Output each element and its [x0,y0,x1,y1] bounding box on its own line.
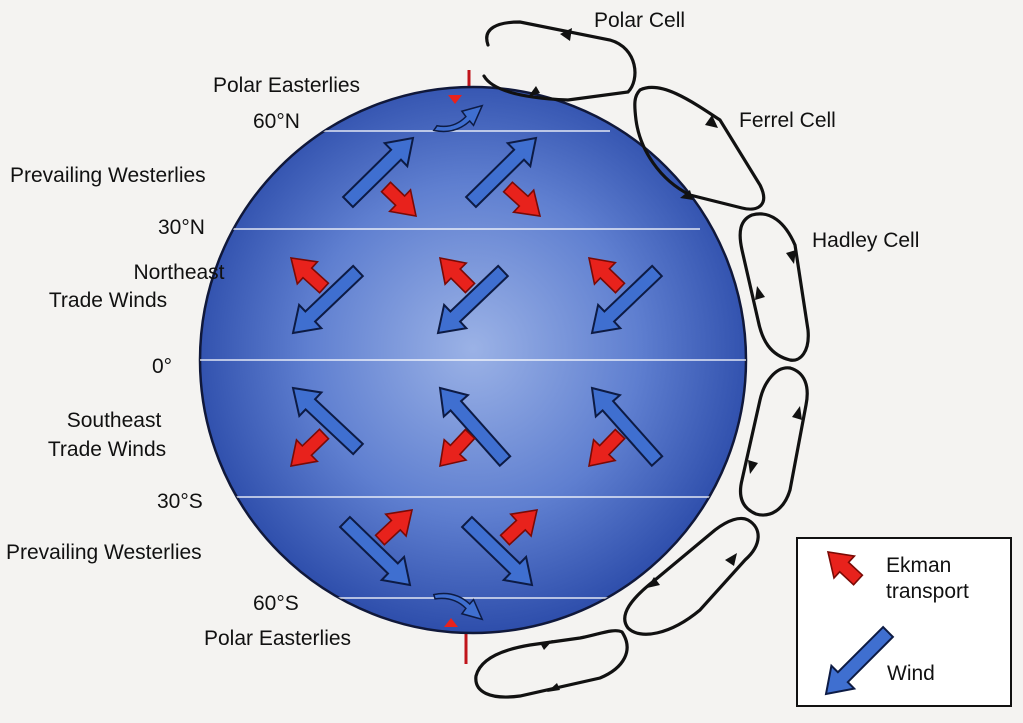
north-pole-marker [448,95,462,104]
latitude-label-30s: 30°S [157,490,203,513]
ekman-arrow [499,509,539,546]
legend-wind-label: Wind [887,662,935,685]
cell-arrowhead [755,286,765,300]
ekman-arrow [374,509,414,546]
se-trades-label-line1: Southeast [67,409,162,432]
westerlies-north-label: Prevailing Westerlies [10,164,206,187]
polar-cell-south-loop [474,629,629,699]
legend-ekman-line2: transport [886,580,969,603]
ekman-arrow [438,256,476,294]
ekman-arrow [502,181,542,217]
legend-ekman-arrow [826,551,864,586]
ferrel-cell-label: Ferrel Cell [739,109,836,132]
ekman-arrow [588,428,626,468]
cell-arrowhead [705,115,718,128]
wind-arrow [464,136,538,209]
westerlies-south-label: Prevailing Westerlies [6,541,202,564]
wind-arrow [291,386,365,456]
ne-trades-label-line1: Northeast [133,261,224,284]
latitude-label-30n: 30°N [158,216,205,239]
cell-arrowhead [647,577,660,588]
polar-cell-label: Polar Cell [594,9,685,32]
ne-trades-label-line2: Trade Winds [49,289,167,312]
cell-arrowhead [680,190,693,200]
latitude-label-60n: 60°N [253,110,300,133]
wind-arrow [438,386,512,468]
ferrel-cell-south-loop [623,516,760,636]
cell-arrowhead [560,28,572,41]
cell-arrowhead [792,406,802,420]
ferrel-cell-north-loop [633,85,766,211]
ekman-arrow [289,257,330,294]
legend-swatches [824,551,895,696]
hadley-cell-north-loop [738,212,810,362]
polar-cell-north-loop [482,20,637,102]
wind-arrow [291,264,365,335]
ekman-arrow [439,428,476,468]
polar-easterlies-south-label: Polar Easterlies [204,627,351,650]
circulation-cells [474,20,810,699]
wind-arrow [460,515,534,587]
polar-easterlies-north-label: Polar Easterlies [213,74,360,97]
legend-ekman-line1: Ekman [886,554,951,577]
legend: Ekman transport Wind [796,537,1012,707]
ekman-arrow [289,428,330,467]
ekman-arrow [380,181,418,217]
wind-arrow [590,386,664,468]
hadley-cell-label: Hadley Cell [812,229,919,252]
cell-arrowhead [547,683,560,692]
polar-easterly-arrow-north [432,104,484,133]
latitude-label-equator: 0° [152,355,172,378]
wind-arrow [338,515,412,587]
cell-arrowhead [528,86,540,97]
wind-arrow [341,136,415,209]
arrow-layer [289,136,664,587]
polar-easterly-arrow-south [432,592,484,621]
legend-wind-arrow [824,625,895,696]
cell-arrowhead [748,460,758,474]
se-trades-label-line2: Trade Winds [48,438,166,461]
south-pole-marker [444,618,458,627]
latitude-label-60s: 60°S [253,592,299,615]
hadley-cell-south-loop [738,366,809,517]
cell-arrowhead [786,250,796,264]
cell-arrowhead [725,553,737,566]
cell-arrowhead [540,640,553,650]
wind-arrow [590,264,664,335]
ekman-arrow [587,257,626,294]
wind-arrow [436,264,510,335]
